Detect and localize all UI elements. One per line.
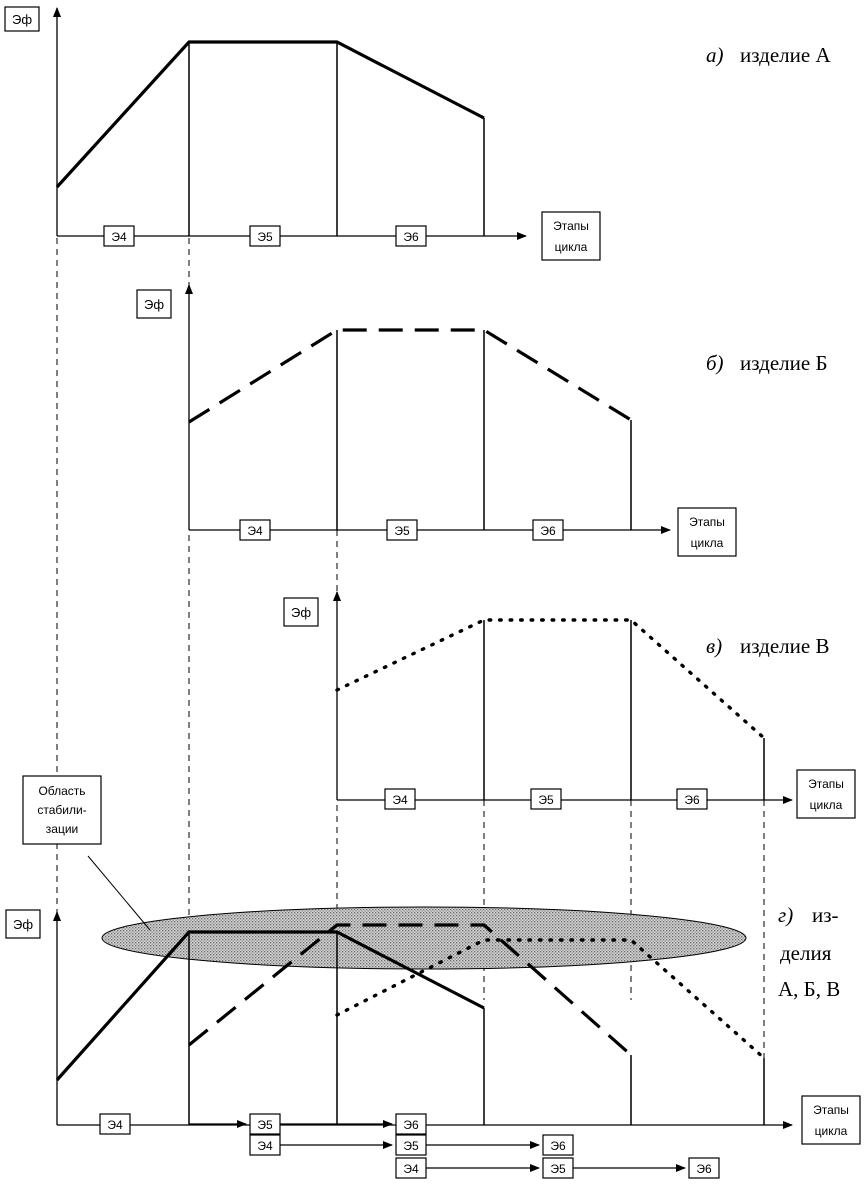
x-axis-label-1: Этапы xyxy=(808,777,844,791)
stage-label: Э4 xyxy=(392,793,408,807)
caption-letter-a: а) xyxy=(706,43,724,67)
caption-letter-b: б) xyxy=(706,351,724,375)
y-axis-label: Эф xyxy=(144,297,164,312)
stage-label: Э4 xyxy=(111,230,127,244)
chart-v: Эф Этапы цикла Э4 Э5 Э6 в) изделие В xyxy=(283,591,856,819)
x-axis-label-2: цикла xyxy=(815,1124,848,1138)
stage-label: Э5 xyxy=(257,1118,273,1132)
y-axis-label: Эф xyxy=(291,605,311,620)
stage-label: Э4 xyxy=(403,1162,419,1176)
caption-text-v: изделие В xyxy=(740,634,829,658)
x-axis-label-2: цикла xyxy=(691,536,724,550)
stabilization-label-1: Область xyxy=(38,784,85,798)
caption-text-a: изделие А xyxy=(740,43,831,67)
stage-label: Э6 xyxy=(403,230,419,244)
y-axis-label: Эф xyxy=(13,917,33,932)
stabilization-pointer xyxy=(87,855,151,931)
stage-label: Э5 xyxy=(394,524,410,538)
chart-b: Эф Этапы цикла Э4 Э5 Э6 б) изделие Б xyxy=(136,284,828,557)
stage-label: Э6 xyxy=(696,1162,712,1176)
caption-text-g-3: А, Б, В xyxy=(778,977,840,1001)
curve-product-a xyxy=(55,40,485,189)
chart-a: Эф Этапы цикла Э4 Э5 Э6 а) изделие А xyxy=(4,6,831,261)
stage-label: Э5 xyxy=(403,1139,419,1153)
x-axis-label-2: цикла xyxy=(555,240,588,254)
curve-product-b xyxy=(188,328,632,424)
projection-guides xyxy=(56,238,765,1125)
stage-label: Э5 xyxy=(257,230,273,244)
stage-label: Э4 xyxy=(257,1139,273,1153)
x-axis-label-1: Этапы xyxy=(813,1103,849,1117)
caption-text-g-2: делия xyxy=(780,941,832,965)
stage-label: Э4 xyxy=(107,1118,123,1132)
stage-label: Э5 xyxy=(550,1162,566,1176)
x-axis-label-1: Этапы xyxy=(553,219,589,233)
x-axis-label-1: Этапы xyxy=(689,515,725,529)
stage-label: Э4 xyxy=(247,524,263,538)
stabilization-area xyxy=(101,906,747,970)
stabilization-label-2: стабили- xyxy=(37,803,86,817)
caption-letter-v: в) xyxy=(706,634,722,658)
stabilization-label-3: зации xyxy=(46,822,78,836)
curve-product-a-combined xyxy=(55,930,485,1082)
stage-label: Э6 xyxy=(540,524,556,538)
caption-text-b: изделие Б xyxy=(740,351,828,375)
x-axis-label-2: цикла xyxy=(810,798,843,812)
y-axis-label: Эф xyxy=(12,12,32,27)
chart-g: Область стабили- зации Эф Этапы цикла Э4… xyxy=(5,775,861,1179)
caption-letter-g: г) xyxy=(778,903,793,927)
stage-label: Э6 xyxy=(684,793,700,807)
stage-label: Э6 xyxy=(550,1139,566,1153)
stage-label: Э5 xyxy=(538,793,554,807)
stage-label: Э6 xyxy=(403,1118,419,1132)
curve-product-v xyxy=(335,618,766,740)
curve-product-v-combined xyxy=(335,938,766,1060)
curve-product-b-combined xyxy=(187,923,633,1057)
caption-text-g-1: из- xyxy=(812,903,839,927)
